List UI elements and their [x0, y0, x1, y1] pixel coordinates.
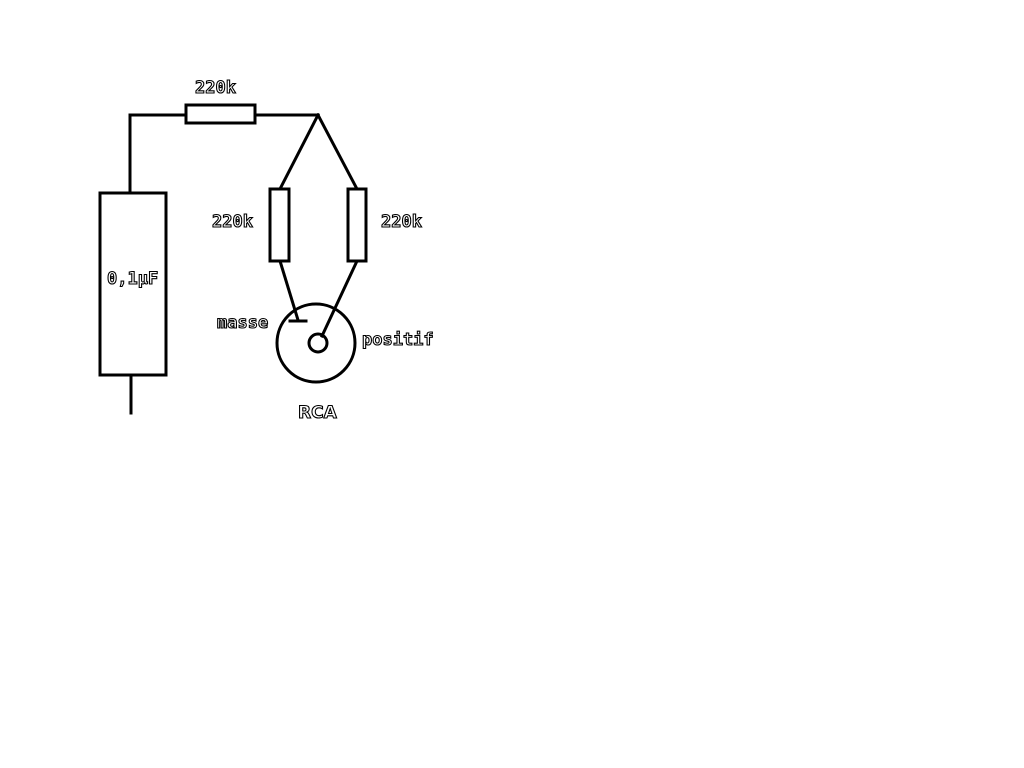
resistor-top: [184, 103, 257, 125]
top-resistor-label: 220k: [195, 78, 236, 98]
wire-capacitor-to-top-resistor: [128, 113, 188, 194]
wires: [128, 112, 360, 415]
rca-center-pin: [307, 332, 329, 354]
wire-junction-to-left-resistor: [277, 112, 321, 192]
connector-label: RCA: [298, 403, 338, 423]
resistor-left: [268, 187, 291, 263]
ground-label: masse: [217, 313, 268, 333]
positive-label: positif: [362, 330, 434, 350]
resistor-right: [346, 187, 368, 263]
right-resistor-label: 220k: [381, 212, 422, 232]
capacitor: [98, 191, 168, 377]
capacitor-label: 0,1µF: [107, 269, 158, 289]
rca-connector: [275, 302, 357, 384]
wire-junction-to-right-resistor: [315, 112, 360, 192]
left-resistor-label: 220k: [212, 212, 253, 232]
rca-outer-ring: [275, 302, 357, 384]
wire-right-resistor-to-center-pin: [320, 259, 359, 338]
